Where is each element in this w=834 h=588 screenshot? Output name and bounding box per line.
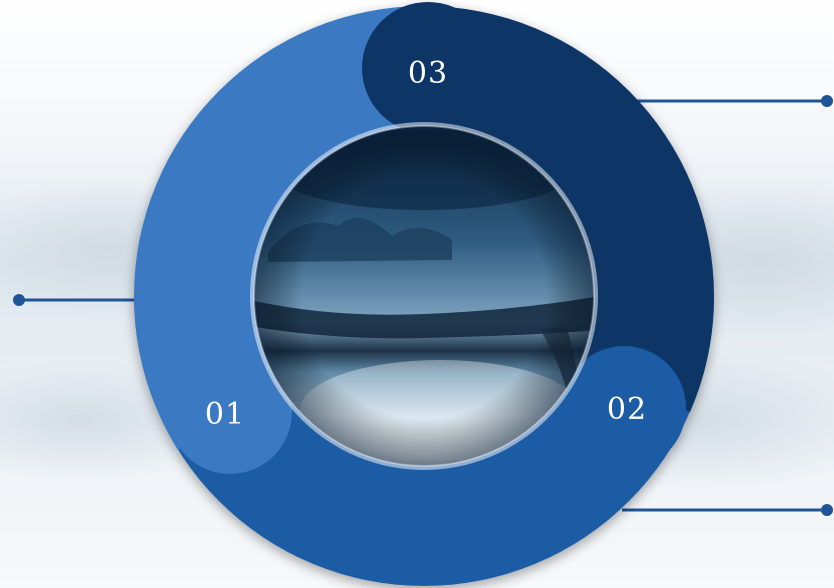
connector-left [13,294,142,306]
crystal-ball-image [250,122,598,470]
connector-right-bottom [622,504,833,516]
segment-03-label: 03 [408,56,448,91]
segment-01-tab [168,350,292,474]
connector-right-top [634,95,833,107]
segment-01-label: 01 [205,397,245,432]
segment-02-tab [562,346,686,470]
segment-03-tab [362,2,494,134]
segment-02-label: 02 [607,392,647,427]
